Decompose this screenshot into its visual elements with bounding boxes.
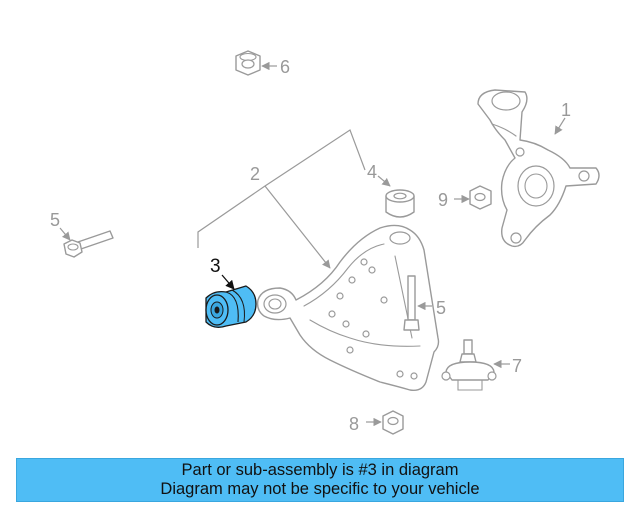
leader-2-bracket xyxy=(197,129,366,269)
callout-4[interactable]: 4 xyxy=(367,162,377,182)
part-5-bolt-left[interactable] xyxy=(63,230,114,258)
part-8-nut[interactable] xyxy=(382,410,404,435)
part-2-control-arm[interactable] xyxy=(256,224,440,392)
callout-5b[interactable]: 5 xyxy=(436,298,446,318)
callout-6[interactable]: 6 xyxy=(280,57,290,77)
leader-3 xyxy=(221,274,235,290)
part-9-nut[interactable] xyxy=(469,185,492,210)
banner-line-disclaimer: Diagram may not be specific to your vehi… xyxy=(160,480,480,498)
callout-3[interactable]: 3 xyxy=(210,256,221,277)
part-1-steering-knuckle[interactable] xyxy=(477,89,600,248)
leader-5a xyxy=(59,227,71,241)
part-3-bushing-highlighted[interactable] xyxy=(205,285,257,328)
part-6-nut[interactable] xyxy=(235,50,261,76)
callout-2[interactable]: 2 xyxy=(250,164,260,184)
callout-9[interactable]: 9 xyxy=(438,190,448,210)
callout-1[interactable]: 1 xyxy=(561,100,571,120)
callout-5a[interactable]: 5 xyxy=(50,210,60,230)
part-5-bolt-right[interactable] xyxy=(403,275,420,331)
info-banner: Part or sub-assembly is #3 in diagram Di… xyxy=(16,458,624,502)
banner-line-part: Part or sub-assembly is #3 in diagram xyxy=(181,461,459,479)
callout-8[interactable]: 8 xyxy=(349,414,359,434)
part-7-ball-joint[interactable] xyxy=(441,339,497,391)
part-4-bushing[interactable] xyxy=(385,189,415,218)
leader-4 xyxy=(377,175,391,187)
leader-1 xyxy=(554,117,566,135)
callout-7[interactable]: 7 xyxy=(512,356,522,376)
